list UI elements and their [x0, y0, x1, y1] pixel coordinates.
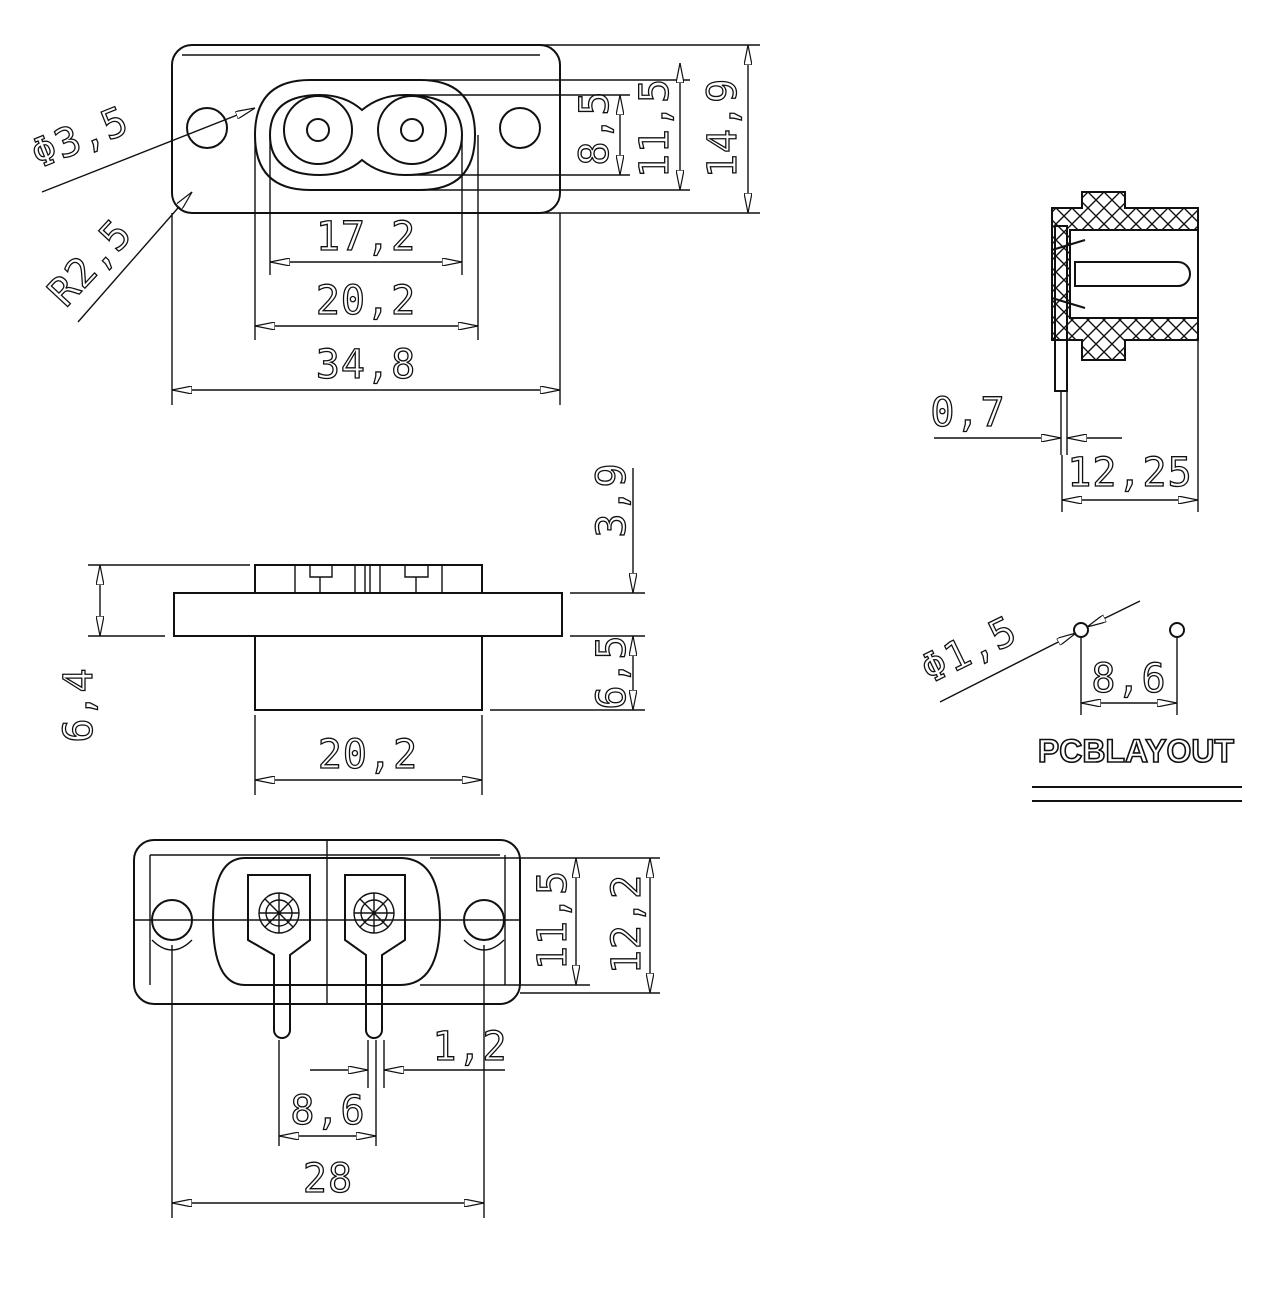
side-contact-pin	[1051, 225, 1191, 392]
front-flange-width-label: 34,8	[316, 342, 416, 388]
side-housing-section	[1051, 191, 1199, 361]
top-upper-height-label: 3,9	[589, 462, 635, 537]
back-terminals	[247, 874, 406, 1039]
pcb-hole-right	[1169, 622, 1185, 638]
back-outer-height-label: 12,2	[604, 874, 650, 974]
back-inner-height-label: 11,5	[530, 870, 576, 970]
top-total-height-label: 6,4	[56, 667, 102, 742]
front-contacts	[283, 95, 447, 165]
back-pin-pitch-label: 8,6	[290, 1088, 365, 1134]
front-mounting-holes	[186, 107, 541, 149]
front-flange	[171, 44, 561, 214]
pcb-pitch-label: 8,6	[1091, 656, 1166, 702]
top-lower-height-label: 6,5	[589, 634, 635, 709]
pcb-layout: Φ1,5 8,6 PCBLAYOUT	[913, 600, 1242, 802]
back-mounting-holes	[151, 899, 505, 951]
front-hole-diameter-label: Φ3,5	[25, 98, 135, 178]
top-upper-body	[254, 564, 483, 594]
back-hole-pitch-label: 28	[303, 1156, 353, 1202]
front-flange-height-label: 14,9	[700, 78, 746, 178]
front-outer-width-label: 20,2	[316, 278, 416, 324]
top-flange	[173, 592, 563, 637]
side-view: 0,7 12,25	[930, 191, 1199, 512]
pcb-layout-title: PCBLAYOUT	[1038, 733, 1235, 769]
back-view: 11,5 12,2 1,2 8,6 28	[133, 839, 660, 1218]
side-depth-label: 12,25	[1067, 450, 1192, 496]
top-lower-body	[254, 635, 483, 711]
front-socket-outline	[253, 79, 477, 191]
side-flange-thickness-label: 0,7	[930, 390, 1005, 436]
pcb-hole-diameter-label: Φ1,5	[914, 608, 1024, 693]
front-inner-height-label: 8,5	[572, 90, 618, 165]
front-corner-radius-label: R2,5	[39, 211, 141, 316]
back-pin-width-label: 1,2	[432, 1024, 507, 1070]
back-socket-body	[211, 857, 442, 986]
front-outer-height-label: 11,5	[632, 78, 678, 178]
top-body-width-label: 20,2	[318, 732, 418, 778]
pcb-hole-left	[1073, 622, 1089, 638]
front-inner-width-label: 17,2	[316, 214, 416, 260]
front-view: 17,2 20,2 34,8 8,5 11,5 14,9 Φ3,5 R2,5	[24, 44, 760, 405]
top-view: 6,4 3,9 6,5 20,2	[55, 462, 645, 795]
